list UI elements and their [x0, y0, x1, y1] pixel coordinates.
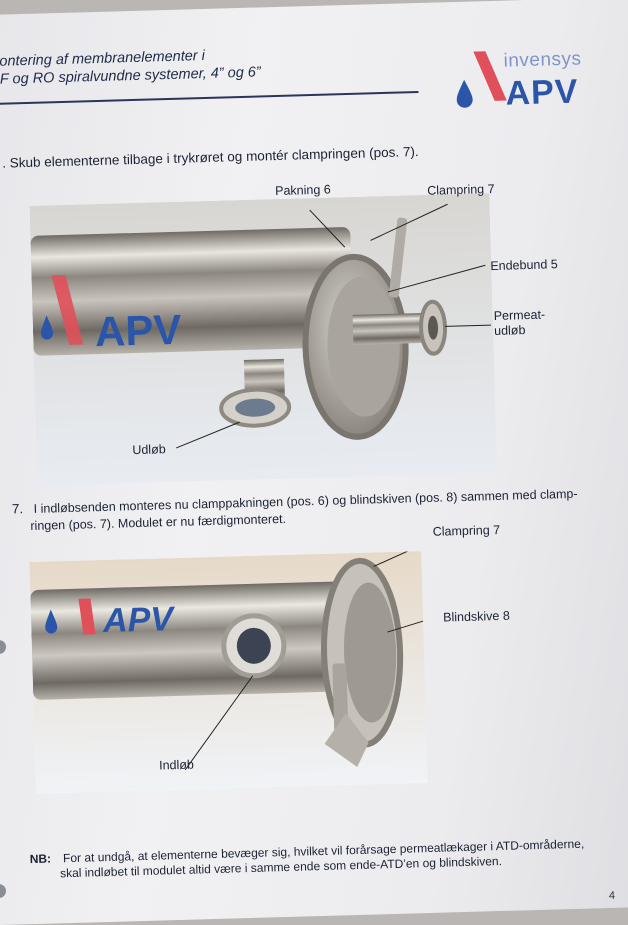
pipe-logo-2: APV [102, 600, 177, 640]
label-udlob: Udløb [132, 442, 166, 458]
label-permeat-line1: Permeat- [493, 307, 546, 323]
label-indlob: Indløb [158, 757, 195, 773]
step6-instruction: Skub elementerne tilbage i trykrøret og … [9, 144, 419, 171]
note-prefix: NB: [29, 851, 52, 867]
label-permeat: Permeat- udløb [494, 308, 546, 339]
header-title: ontering af membranelementer i F og RO s… [0, 45, 261, 88]
logo-brand: APV [504, 72, 579, 113]
label-clampring-1: Clampring 7 [427, 181, 495, 198]
page-number: 4 [608, 889, 616, 902]
label-clampring-2: Clampring 7 [432, 522, 501, 539]
logo-company: invensys [503, 48, 582, 72]
pipe-logo-1: APV [94, 306, 182, 355]
note-block: NB: For at undgå, at elementerne bevæger… [30, 837, 585, 882]
step6-number: . [2, 155, 7, 171]
label-permeat-line2: udløb [493, 323, 526, 338]
photo-clampring-assembly: APV [29, 193, 498, 486]
binder-ring-2 [0, 884, 6, 898]
step6-text: . Skub elementerne tilbage i trykrøret o… [2, 143, 419, 172]
binder-ring-1 [0, 640, 6, 654]
label-pakning: Pakning 6 [274, 182, 331, 199]
label-endebund: Endebund 5 [490, 257, 558, 274]
header-rule [0, 91, 419, 105]
apv-logo-mark [455, 50, 511, 109]
step7-number: 7. [11, 501, 24, 517]
photo-blindskive-assembly: APV [29, 551, 428, 794]
label-blindskive: Blindskive 8 [442, 608, 510, 625]
